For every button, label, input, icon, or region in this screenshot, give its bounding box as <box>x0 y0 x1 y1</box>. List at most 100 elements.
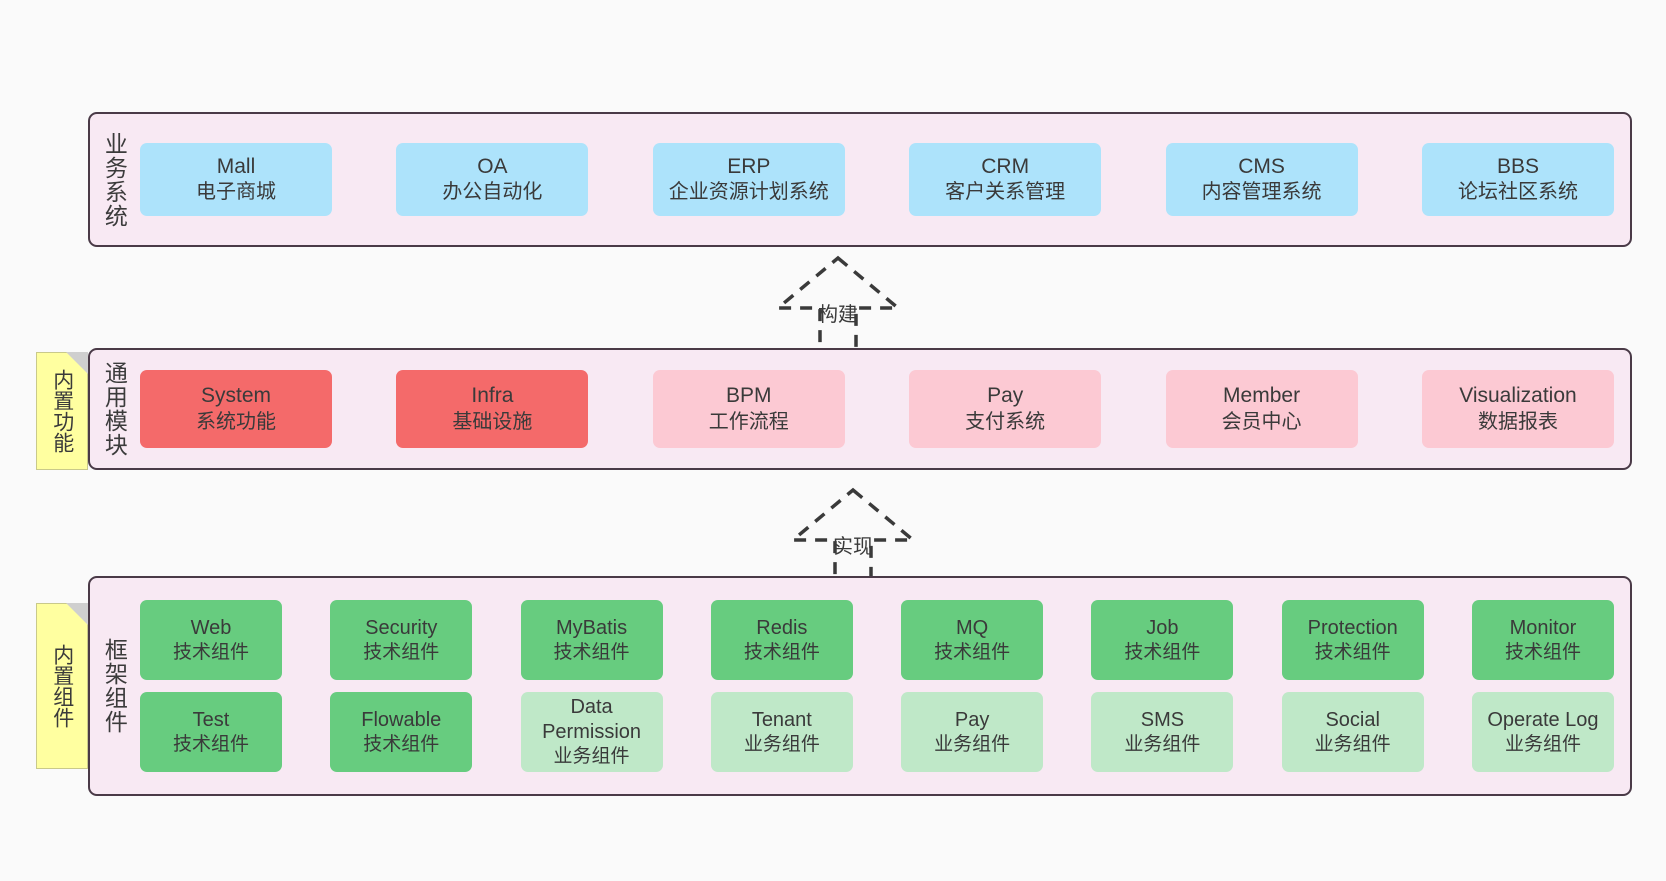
node-title-cn: 技术组件 <box>1314 641 1391 663</box>
node-title-cn: 数据报表 <box>1477 410 1558 433</box>
node-mall[interactable]: Mall 电子商城 <box>140 143 332 216</box>
node-title-en: BBS <box>1496 154 1539 178</box>
node-title-cn: 客户关系管理 <box>945 181 1066 204</box>
node-title-en: BPM <box>726 384 772 408</box>
sticky-note-label: 内置功能 <box>50 369 74 453</box>
node-title-en: Visualization <box>1459 384 1577 408</box>
node-title-en: SMS <box>1140 708 1185 731</box>
node-bpm[interactable]: BPM 工作流程 <box>652 370 845 448</box>
node-title-en: Pay <box>954 708 990 731</box>
node-sms[interactable]: SMS 业务组件 <box>1091 692 1234 772</box>
node-title-cn: 技术组件 <box>172 733 249 755</box>
node-pay[interactable]: Pay 支付系统 <box>909 370 1102 448</box>
node-infra[interactable]: Infra 基础设施 <box>396 370 589 448</box>
node-bbs[interactable]: BBS 论坛社区系统 <box>1421 143 1614 216</box>
business-layer-title: 业务系统 <box>101 131 128 228</box>
node-title-en: ERP <box>727 154 771 178</box>
common-layer-title: 通用模块 <box>101 361 128 457</box>
node-title-en: Security <box>365 616 438 639</box>
build-arrow-icon <box>773 255 903 354</box>
node-mq[interactable]: MQ 技术组件 <box>901 600 1044 680</box>
node-title-en: Infra <box>471 384 514 408</box>
node-title-cn: 工作流程 <box>708 410 789 433</box>
node-title-cn: 业务组件 <box>553 746 630 768</box>
node-title-cn: 电子商城 <box>196 181 276 204</box>
framework-node-row-2: Test 技术组件 Flowable 技术组件 Data Permission … <box>140 692 1614 772</box>
node-title-en: Test <box>192 708 230 731</box>
node-title-cn: 系统功能 <box>196 410 276 433</box>
node-member[interactable]: Member 会员中心 <box>1165 370 1358 448</box>
node-title-cn: 论坛社区系统 <box>1457 181 1578 204</box>
build-arrow-label: 构建 <box>818 304 858 326</box>
node-title-cn: 业务组件 <box>1124 733 1201 755</box>
node-title-cn: 业务组件 <box>1314 733 1391 755</box>
node-monitor[interactable]: Monitor 技术组件 <box>1471 600 1614 680</box>
node-cms[interactable]: CMS 内容管理系统 <box>1165 143 1358 216</box>
node-title-en: System <box>200 384 271 408</box>
node-title-cn: 技术组件 <box>363 733 440 755</box>
node-title-en: Monitor <box>1509 616 1577 639</box>
node-title-cn: 基础设施 <box>452 410 533 433</box>
node-title-cn: 企业资源计划系统 <box>668 181 829 204</box>
node-title-en: Protection <box>1307 616 1398 639</box>
framework-node-row-1: Web 技术组件 Security 技术组件 MyBatis 技术组件 Redi… <box>140 600 1614 680</box>
node-web[interactable]: Web 技术组件 <box>140 600 282 680</box>
node-crm[interactable]: CRM 客户关系管理 <box>909 143 1102 216</box>
node-title-en: CMS <box>1238 154 1285 178</box>
node-title-en: Pay <box>987 384 1024 408</box>
implement-arrow-icon <box>788 487 918 586</box>
node-flowable[interactable]: Flowable 技术组件 <box>330 692 473 772</box>
node-title-en: Job <box>1146 616 1179 639</box>
node-title-cn: 技术组件 <box>743 641 820 663</box>
sticky-fold-icon <box>66 352 88 374</box>
build-arrow: 构建 <box>738 252 938 354</box>
node-title-en: Redis <box>756 616 808 639</box>
node-title-cn: 技术组件 <box>363 641 440 663</box>
sticky-note-builtin-components: 内置组件 <box>36 603 88 769</box>
common-node-row: System 系统功能 Infra 基础设施 BPM 工作流程 Pay 支付系统… <box>140 370 1614 448</box>
implement-arrow-label: 实现 <box>833 536 873 558</box>
business-system-layer: 业务系统 Mall 电子商城 OA 办公自动化 ERP 企业资源计划系统 CRM… <box>88 112 1632 247</box>
node-title-cn: 技术组件 <box>1124 641 1201 663</box>
node-data-permission[interactable]: Data Permission 业务组件 <box>520 692 663 772</box>
node-title-en: Data Permission <box>542 696 642 744</box>
node-title-cn: 办公自动化 <box>442 181 543 204</box>
node-visualization[interactable]: Visualization 数据报表 <box>1421 370 1614 448</box>
node-title-cn: 业务组件 <box>1504 733 1581 755</box>
node-title-cn: 业务组件 <box>743 733 820 755</box>
node-mybatis[interactable]: MyBatis 技术组件 <box>520 600 663 680</box>
node-title-cn: 内容管理系统 <box>1201 181 1322 204</box>
node-title-cn: 支付系统 <box>965 410 1046 433</box>
common-modules-layer: 通用模块 System 系统功能 Infra 基础设施 BPM 工作流程 Pay… <box>88 348 1632 470</box>
node-oa[interactable]: OA 办公自动化 <box>396 143 589 216</box>
node-title-en: OA <box>477 154 508 178</box>
node-title-en: Tenant <box>751 708 812 731</box>
node-title-en: Social <box>1325 708 1380 731</box>
node-title-cn: 技术组件 <box>934 641 1011 663</box>
node-title-cn: 技术组件 <box>553 641 630 663</box>
node-job[interactable]: Job 技术组件 <box>1091 600 1234 680</box>
framework-layer-body: Web 技术组件 Security 技术组件 MyBatis 技术组件 Redi… <box>134 578 1630 794</box>
node-protection[interactable]: Protection 技术组件 <box>1281 600 1424 680</box>
node-title-en: Flowable <box>361 708 442 731</box>
node-title-en: MyBatis <box>556 616 628 639</box>
sticky-fold-icon <box>66 603 88 625</box>
node-title-en: Web <box>190 616 232 639</box>
node-social[interactable]: Social 业务组件 <box>1281 692 1424 772</box>
node-title-cn: 技术组件 <box>1504 641 1581 663</box>
common-layer-body: System 系统功能 Infra 基础设施 BPM 工作流程 Pay 支付系统… <box>134 350 1630 468</box>
node-title-en: MQ <box>956 616 989 639</box>
node-security[interactable]: Security 技术组件 <box>330 600 473 680</box>
node-title-cn: 业务组件 <box>934 733 1011 755</box>
business-layer-body: Mall 电子商城 OA 办公自动化 ERP 企业资源计划系统 CRM 客户关系… <box>134 114 1630 245</box>
node-title-cn: 技术组件 <box>172 641 249 663</box>
node-redis[interactable]: Redis 技术组件 <box>710 600 853 680</box>
node-system[interactable]: System 系统功能 <box>140 370 332 448</box>
node-operate-log[interactable]: Operate Log 业务组件 <box>1471 692 1614 772</box>
node-pay-component[interactable]: Pay 业务组件 <box>901 692 1044 772</box>
node-erp[interactable]: ERP 企业资源计划系统 <box>652 143 845 216</box>
node-title-en: Member <box>1223 384 1301 408</box>
business-node-row: Mall 电子商城 OA 办公自动化 ERP 企业资源计划系统 CRM 客户关系… <box>140 143 1614 216</box>
node-tenant[interactable]: Tenant 业务组件 <box>710 692 853 772</box>
node-test[interactable]: Test 技术组件 <box>140 692 282 772</box>
